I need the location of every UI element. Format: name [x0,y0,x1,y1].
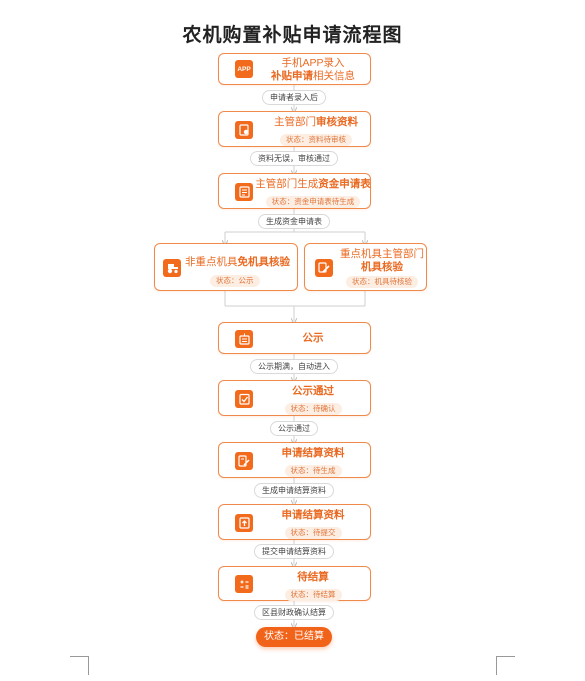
edge-label-4: 公示期满，自动进入 [250,359,338,374]
form-list-icon [235,183,253,201]
edge-label-6: 生成申请结算资料 [254,483,334,498]
step-non-key-bold: 免机具核验 [237,256,291,268]
page-corner-mark-right [496,656,515,675]
step-app-entry-line1: 手机APP录入 [281,57,345,69]
checklist-icon [235,390,253,408]
page-title: 农机购置补贴申请流程图 [182,25,403,46]
step-key-line1: 重点机具主管部门 [340,248,424,260]
edge-label-2: 资料无误，审核通过 [250,151,338,166]
final-status-badge: 状态：已结算 [256,627,332,647]
step-publicity-passed: 公示通过 状态：待确认 [218,380,371,416]
edit-document-icon [315,259,333,277]
step-publicity-bold: 公示 [302,332,324,344]
status-badge: 状态：待提交 [284,527,342,539]
step-app-entry: APP 手机APP录入 补贴申请相关信息 [218,53,371,85]
phone-app-icon: APP [235,60,253,78]
edge-label-1: 申请者录入后 [262,90,326,105]
status-badge: 状态：机具待核验 [346,276,418,288]
step-non-key-prefix: 非重点机具 [185,256,238,268]
step-fund-bold: 资金申请表 [318,178,371,190]
step-fund-prefix: 主管部门生成 [255,178,319,190]
step-settle-gen-bold: 申请结算资料 [281,447,345,459]
edge-label-5: 公示通过 [270,421,318,436]
announcement-icon [235,330,253,348]
step-non-key-machinery: 非重点机具免机具核验 状态：公示 [154,243,298,291]
step-review-prefix: 主管部门 [274,116,316,128]
document-review-icon [235,121,253,139]
step-generate-fund-form: 主管部门生成资金申请表 状态：资金申请表待生成 [218,173,371,209]
calculator-icon [235,575,253,593]
step-passed-bold: 公示通过 [292,385,334,397]
tractor-icon [163,259,181,277]
edge-label-3: 生成资金申请表 [258,214,330,229]
step-app-entry-bold: 补贴申请 [271,70,313,82]
step-pending-bold: 待结算 [297,571,329,583]
step-settlement-submit: 申请结算资料 状态：待提交 [218,504,371,540]
step-review-materials: 主管部门审核资料 状态：资料待审核 [218,111,371,147]
edge-label-7: 提交申请结算资料 [254,544,334,559]
page-corner-mark-left [70,656,89,675]
edge-label-8: 区县财政确认结算 [254,605,334,620]
step-key-bold: 机具核验 [361,261,403,273]
step-settlement-generate: 申请结算资料 状态：待生成 [218,442,371,478]
status-badge: 状态：公示 [210,275,260,287]
step-review-bold: 审核资料 [316,116,358,128]
status-badge: 状态：待确认 [284,403,342,415]
step-pending-settlement: 待结算 状态：待结算 [218,566,371,601]
upload-document-icon [235,514,253,532]
document-edit-icon [235,452,253,470]
status-badge: 状态：资料待审核 [280,134,352,146]
step-app-entry-rest: 相关信息 [313,70,355,82]
step-publicity: 公示 [218,322,371,354]
status-badge: 状态：待结算 [284,589,342,601]
status-badge: 状态：待生成 [284,465,342,477]
step-key-machinery-verify: 重点机具主管部门 机具核验 状态：机具待核验 [304,243,427,291]
step-settle-sub-bold: 申请结算资料 [281,509,345,521]
status-badge: 状态：资金申请表待生成 [265,196,361,208]
